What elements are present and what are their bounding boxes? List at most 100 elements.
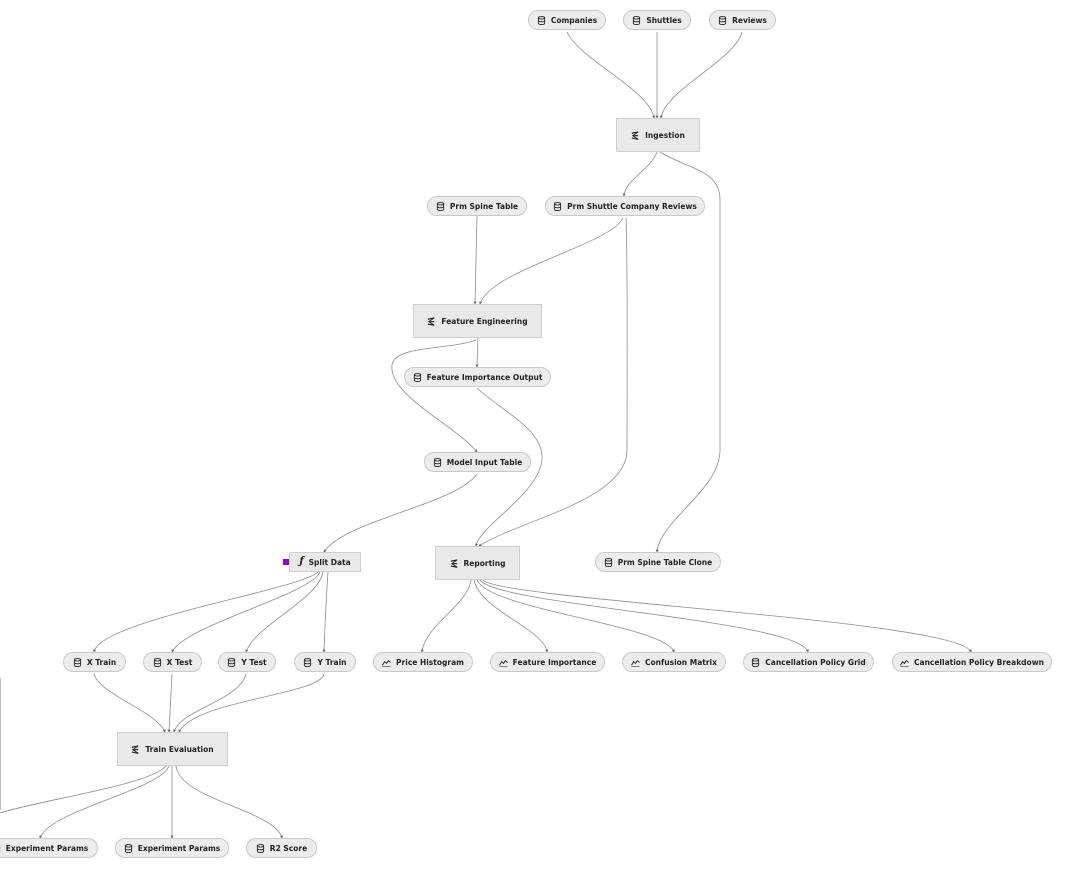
edge-spine-feature-eng (473, 215, 478, 305)
database-icon (73, 657, 82, 667)
node-label: Cancellation Policy Grid (765, 657, 866, 667)
node-confusion-matrix[interactable]: Confusion Matrix (622, 652, 726, 672)
node-label: Ingestion (645, 130, 685, 140)
edge-split-xtrain (92, 571, 319, 653)
node-label: X Train (86, 657, 117, 667)
edge-companies-ingestion (566, 31, 656, 119)
database-icon (0, 844, 1, 853)
node-feature-importance-output[interactable]: Feature Importance Output (404, 367, 551, 387)
modular-pipeline-icon (427, 316, 436, 326)
edge-reviews-ingestion (659, 31, 743, 119)
node-cancellation-policy-breakdown[interactable]: Cancellation Policy Breakdown (892, 652, 1052, 672)
node-label: Y Train (317, 657, 347, 667)
node-label: Cancellation Policy Breakdown (914, 657, 1044, 667)
node-label: Feature Engineering (441, 316, 528, 326)
node-label: Prm Shuttle Company Reviews (567, 201, 697, 211)
node-label: Reporting (463, 558, 506, 568)
node-reviews[interactable]: Reviews (709, 10, 776, 30)
edge-reporting-grid (479, 579, 809, 653)
database-icon (436, 201, 445, 211)
node-r2-score[interactable]: R2 Score (246, 838, 317, 858)
database-icon (632, 15, 641, 25)
node-experiment-params-1[interactable]: Experiment Params (0, 838, 98, 858)
node-label: Price Histogram (396, 657, 464, 667)
modular-pipeline-icon (131, 744, 140, 754)
database-icon (604, 557, 613, 567)
node-cancellation-policy-grid[interactable]: Cancellation Policy Grid (743, 652, 874, 672)
edge-importance-reporting (474, 387, 543, 547)
node-prm-shuttle-company-reviews[interactable]: Prm Shuttle Company Reviews (545, 196, 705, 216)
edge-ingestion-spine-clone (655, 151, 721, 553)
node-reporting[interactable]: Reporting (435, 546, 520, 580)
modular-pipeline-icon (631, 130, 640, 140)
node-prm-spine-table-clone[interactable]: Prm Spine Table Clone (595, 552, 721, 572)
node-label: Split Data (308, 557, 351, 567)
chart-line-icon (631, 658, 640, 667)
database-icon (303, 657, 312, 667)
node-label: X Test (166, 657, 193, 667)
database-icon (153, 657, 162, 667)
node-label: Model Input Table (446, 457, 523, 467)
edge-train-eval-offscreen (0, 765, 167, 814)
edge-split-ytest (245, 571, 324, 653)
selected-node-marker (283, 559, 289, 565)
edge-reporting-breakdown (482, 579, 972, 653)
database-icon (718, 15, 727, 25)
edge-xtrain-train-eval (93, 673, 166, 733)
edge-reporting-feature-importance (473, 579, 549, 653)
node-label: Experiment Params (5, 843, 89, 853)
node-label: Y Test (241, 657, 267, 667)
function-icon: ƒ (299, 556, 304, 567)
node-ingestion[interactable]: Ingestion (616, 118, 700, 152)
node-prm-spine-table[interactable]: Prm Spine Table (427, 196, 527, 216)
edge-reporting-confusion (476, 579, 675, 653)
edge-prm-shuttle-reporting (478, 217, 628, 547)
node-price-histogram[interactable]: Price Histogram (373, 652, 473, 672)
node-label: Reviews (732, 15, 767, 25)
database-icon (256, 843, 265, 853)
edge-feature-eng-importance (475, 335, 479, 368)
node-split-data[interactable]: ƒ Split Data (289, 552, 361, 572)
database-icon (433, 457, 442, 467)
node-train-evaluation[interactable]: Train Evaluation (117, 732, 228, 766)
node-label: Prm Spine Table (449, 201, 519, 211)
node-feature-importance[interactable]: Feature Importance (490, 652, 605, 672)
edge-ytrain-train-eval (178, 673, 325, 733)
node-label: Companies (550, 15, 598, 25)
edge-ingestion-prm-shuttle (622, 151, 658, 197)
node-label: Shuttles (646, 15, 682, 25)
node-experiment-params-2[interactable]: Experiment Params (115, 838, 229, 858)
node-feature-engineering[interactable]: Feature Engineering (413, 304, 542, 338)
edge-train-eval-experiment-1 (39, 765, 170, 839)
node-model-input-table[interactable]: Model Input Table (424, 452, 531, 472)
database-icon (537, 15, 546, 25)
database-icon (413, 372, 422, 382)
edge-model-input-split (323, 473, 478, 553)
node-y-train[interactable]: Y Train (294, 652, 356, 672)
node-shuttles[interactable]: Shuttles (623, 10, 691, 30)
chart-line-icon (498, 658, 508, 667)
edge-reporting-price-histogram (420, 579, 472, 653)
database-icon (227, 657, 236, 667)
edge-prm-shuttle-feature-eng (479, 217, 624, 305)
chart-line-icon (382, 658, 391, 667)
edge-train-eval-r2 (175, 765, 283, 839)
node-label: Feature Importance (512, 657, 597, 667)
node-companies[interactable]: Companies (528, 10, 606, 30)
edge-split-ytrain (322, 571, 329, 653)
database-icon (751, 657, 760, 667)
node-y-test[interactable]: Y Test (218, 652, 276, 672)
node-label: Experiment Params (137, 843, 221, 853)
modular-pipeline-icon (450, 558, 459, 568)
node-x-train[interactable]: X Train (63, 652, 126, 672)
node-x-test[interactable]: X Test (143, 652, 202, 672)
panel-edge (0, 678, 1, 810)
edge-xtest-train-eval (167, 673, 173, 733)
edge-ytest-train-eval (173, 673, 247, 733)
database-icon (553, 201, 562, 211)
node-label: Confusion Matrix (645, 657, 717, 667)
node-label: Train Evaluation (145, 744, 214, 754)
node-label: Feature Importance Output (426, 372, 543, 382)
